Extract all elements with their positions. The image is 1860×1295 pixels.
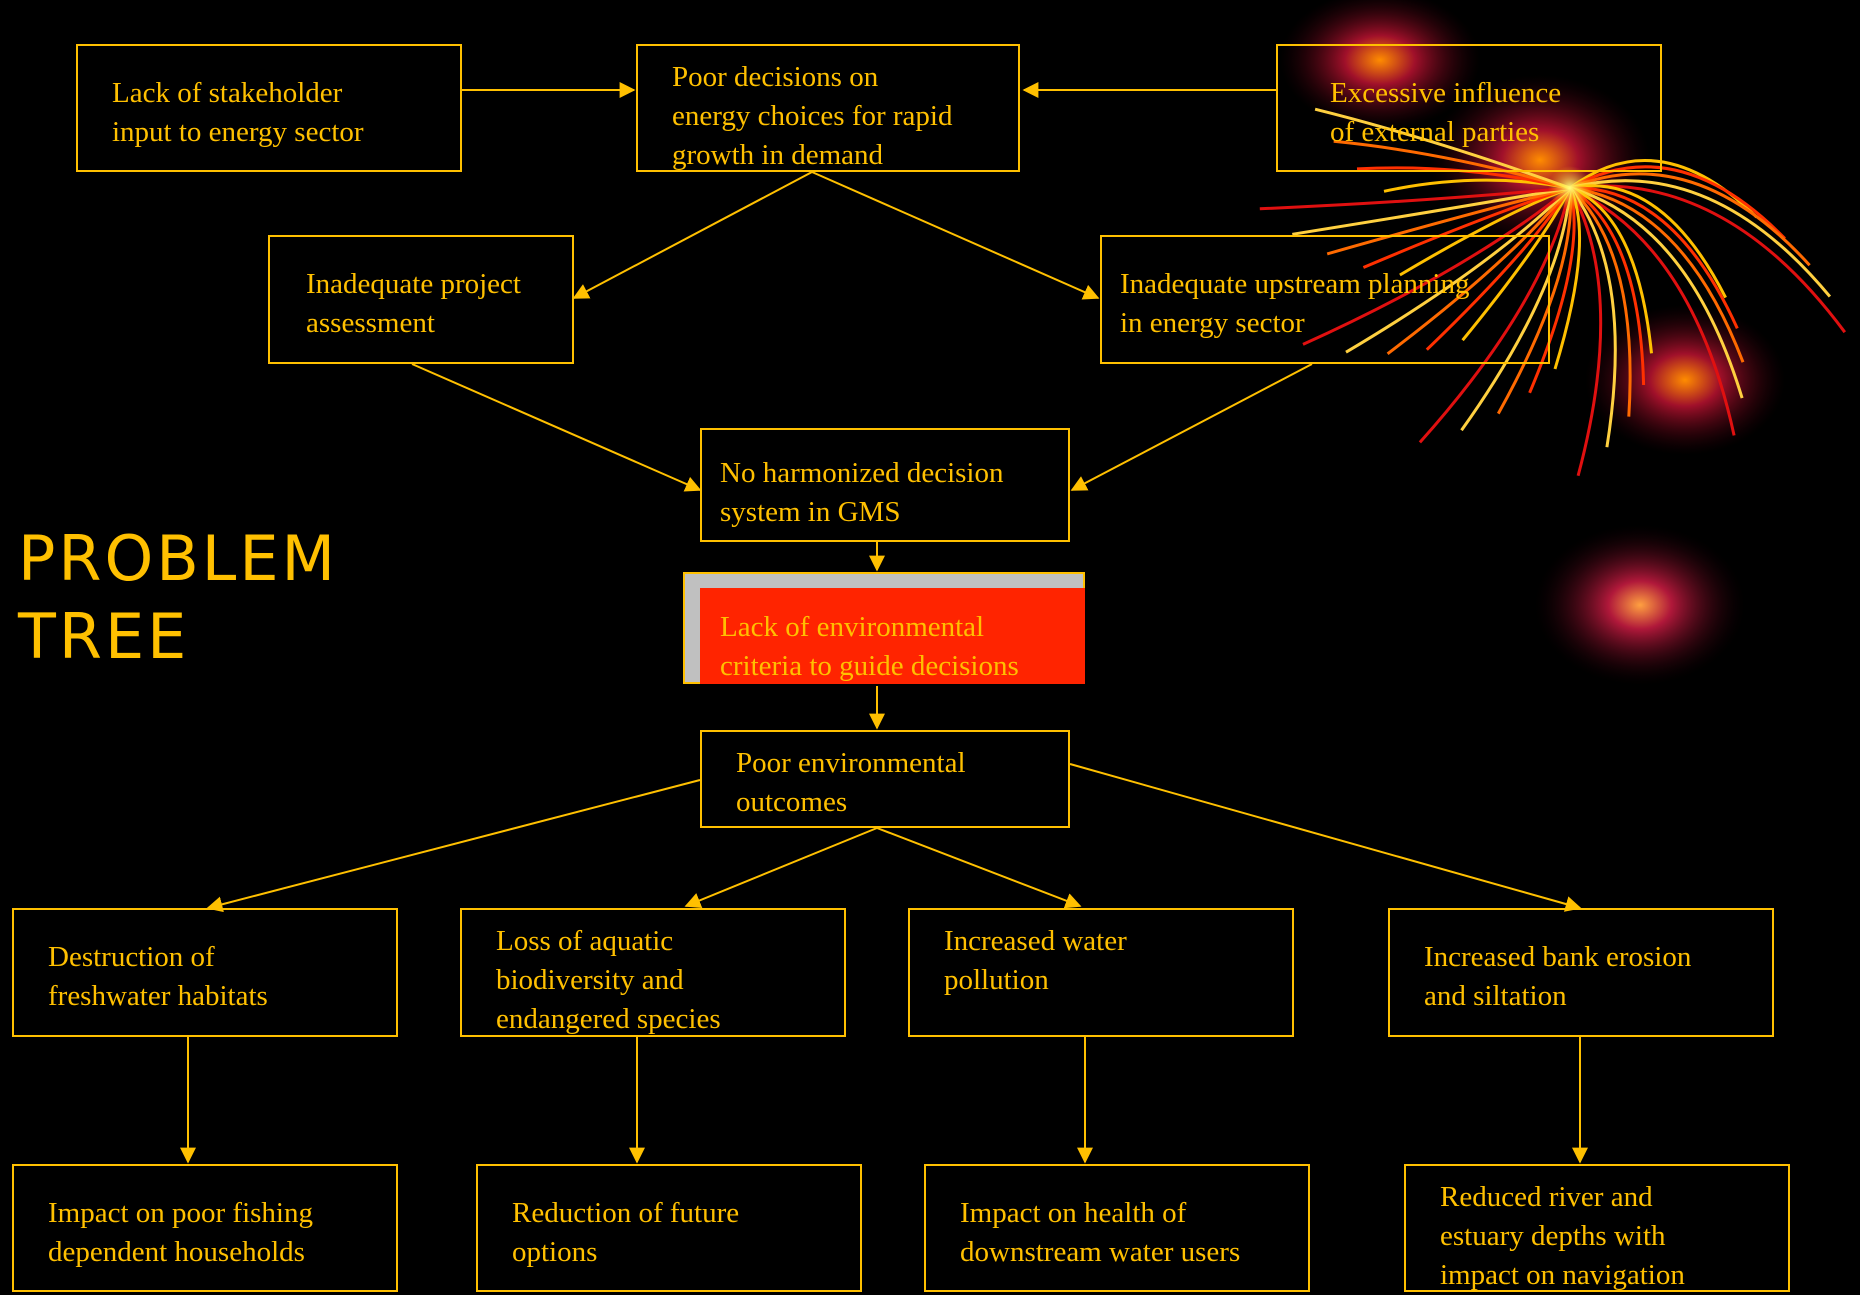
firework-streak	[1345, 186, 1572, 354]
arrow-decisions-to-assessment	[572, 171, 813, 299]
node-stakeholder: Lack of stakeholder input to energy sect…	[76, 44, 462, 172]
firework-streak	[1326, 186, 1571, 256]
firework-streak	[1418, 187, 1572, 444]
node-erosion: Increased bank erosion and siltation	[1388, 908, 1774, 1037]
arrow-outcomes-to-pollution	[876, 827, 1082, 909]
firework-streak	[1314, 107, 1571, 190]
firework-streak	[1460, 187, 1572, 432]
firework-streak	[1569, 172, 1811, 267]
node-habitats: Destruction of freshwater habitats	[12, 908, 398, 1037]
node-poor-outcomes: Poor environmental outcomes	[700, 730, 1070, 828]
arrow-assessment-to-harmonized	[411, 363, 702, 492]
firework-streak	[1292, 186, 1571, 236]
diagram-title: PROBLEM TREE	[18, 520, 338, 676]
arrow-upstream-to-harmonized	[1070, 363, 1313, 491]
firework-streak	[1333, 139, 1571, 190]
firework-streak	[1569, 186, 1739, 330]
firework-streak	[1569, 165, 1786, 240]
arrow-outcomes-to-habitats	[206, 779, 701, 913]
firework-streak	[1568, 187, 1617, 448]
title-line-2: TREE	[18, 600, 190, 673]
firework-streak	[1569, 186, 1736, 436]
arrow-outcomes-to-erosion	[1069, 763, 1582, 912]
node-no-harmonized: No harmonized decision system in GMS	[700, 428, 1070, 542]
firework-streak	[1569, 186, 1745, 363]
node-fishing: Impact on poor fishing dependent househo…	[12, 1164, 398, 1292]
title-line-1: PROBLEM	[18, 522, 339, 595]
firework-streak	[1362, 186, 1571, 269]
node-project-assessment: Inadequate project assessment	[268, 235, 574, 364]
node-biodiversity: Loss of aquatic biodiversity and endange…	[460, 908, 846, 1037]
node-upstream-planning: Inadequate upstream planning in energy s…	[1100, 235, 1550, 364]
firework-streak	[1386, 187, 1572, 355]
arrow-decisions-to-upstream	[811, 171, 1100, 300]
firework-streak	[1568, 187, 1603, 477]
node-lack-criteria: Lack of environmental criteria to guide …	[700, 588, 1085, 684]
node-health: Impact on health of downstream water use…	[924, 1164, 1310, 1292]
node-external: Excessive influence of external parties	[1276, 44, 1662, 172]
arrow-outcomes-to-biodiversity	[684, 827, 878, 908]
firework-streak	[1568, 186, 1632, 417]
node-navigation: Reduced river and estuary depths with im…	[1404, 1164, 1790, 1292]
firework-streak	[1569, 179, 1832, 298]
firework-streak	[1259, 186, 1571, 211]
firework-streak	[1569, 186, 1744, 399]
node-poor-decisions: Poor decisions on energy choices for rap…	[636, 44, 1020, 172]
node-pollution: Increased water pollution	[908, 908, 1294, 1037]
node-future-options: Reduction of future options	[476, 1164, 862, 1292]
firework-streak	[1302, 186, 1571, 346]
